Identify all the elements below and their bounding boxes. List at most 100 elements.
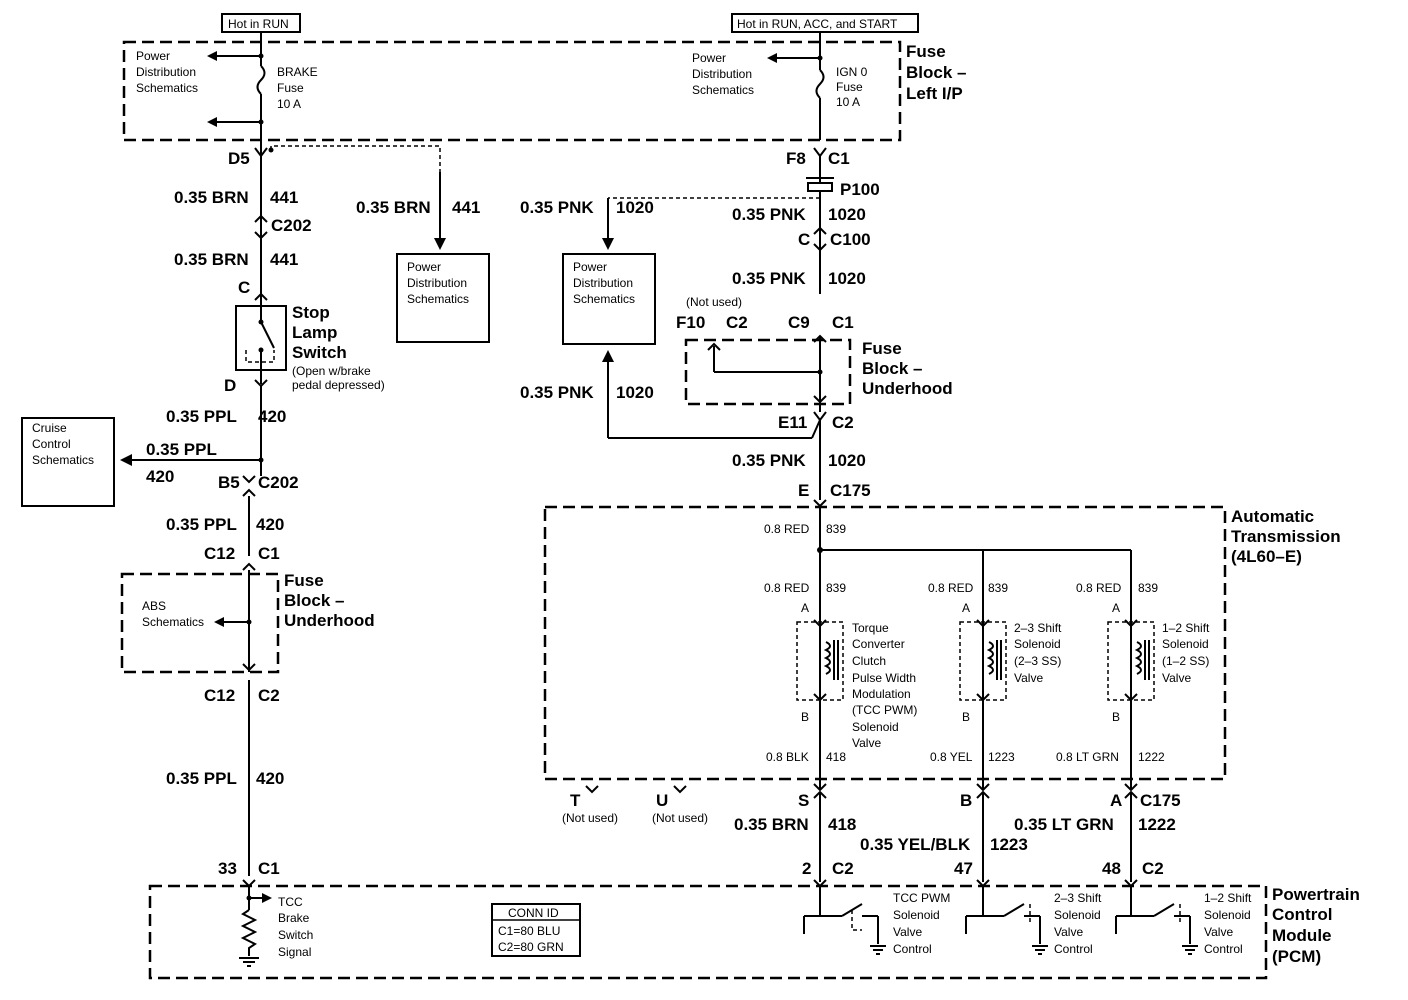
pcm-ctrl1-0-label: TCC PWM (893, 891, 950, 905)
left-circuit-cruise-box-0-label: Cruise (32, 421, 67, 435)
transmission-title-1-label: Transmission (1231, 527, 1341, 546)
right-circuit-ret-num-label: 1020 (616, 383, 654, 402)
fuse-block-lip-title-1-label: Block – (906, 63, 966, 82)
right-circuit-branch-num-label: 1020 (616, 198, 654, 217)
fuse-block-lip-brake-fuse-0-label: BRAKE (277, 65, 318, 79)
fuse-block-lip-ign-fuse-0-label: IGN 0 (836, 65, 868, 79)
right-circuit-branch-box-2-label: Schematics (573, 292, 635, 306)
left-circuit-wire4-gauge-label: 0.35 PPL (166, 515, 237, 534)
right-circuit-f10-label: F10 (676, 313, 705, 332)
pcm-wires-w3-num-label: 1222 (1138, 815, 1176, 834)
transmission-pin-b-label: B (1112, 710, 1120, 724)
left-circuit-c12b-label: C12 (204, 686, 235, 705)
2-3-shift-solenoid: 2–3 Shift Solenoid (2–3 SS) Valve (959, 614, 1062, 708)
pcm-wires-w2-num-label: 1223 (990, 835, 1028, 854)
c175-row-b-label: B (960, 791, 972, 810)
transmission-sol3-3-label: Valve (1162, 671, 1191, 685)
pcm-ctrl3-1-label: Solenoid (1204, 908, 1251, 922)
fuse-block-left-ip: Fuse Block – Left I/P Power Distribution… (122, 40, 966, 142)
left-circuit-pin-d-label: D (224, 376, 236, 395)
right-circuit-p100-label: P100 (840, 180, 880, 199)
pcm-conn-id-lines-1-label: C2=80 GRN (498, 940, 564, 954)
transmission-sol2-1-label: Solenoid (1014, 637, 1061, 651)
left-circuit-pin-c-label: C (238, 278, 250, 297)
left-circuit-branch-box-1-label: Distribution (407, 276, 467, 290)
transmission-title-2-label: (4L60–E) (1231, 547, 1302, 566)
right-circuit-f8-label: F8 (786, 149, 806, 168)
tcc-pwm-solenoid: Torque Converter Clutch Pulse Width Modu… (796, 614, 917, 750)
right-circuit: F8 C1 P100 0.35 PNK 1020 0.35 PNK 1020 P… (520, 147, 953, 508)
transmission-out3-num-label: 1222 (1138, 750, 1165, 764)
pcm-tcc-brake-2-label: Switch (278, 928, 313, 942)
left-circuit-wire2-gauge-label: 0.35 BRN (174, 250, 249, 269)
fuse-block-lip-pds-left-1-label: Distribution (136, 65, 196, 79)
left-circuit-wire3-gauge-label: 0.35 PPL (166, 407, 237, 426)
fuse-block-lip-title-2-label: Left I/P (906, 84, 963, 103)
pcm-wires: 0.35 BRN 418 0.35 YEL/BLK 1223 0.35 LT G… (734, 815, 1176, 888)
fuse-block-lip-pds-left-0-label: Power (136, 49, 170, 63)
right-circuit-branch-box-0-label: Power (573, 260, 607, 274)
c175-row-c175-label: C175 (1140, 791, 1181, 810)
transmission-sol1-5-label: (TCC PWM) (852, 703, 917, 717)
left-circuit-fuse-uh-title-1-label: Block – (284, 591, 344, 610)
pcm-ctrl2-0-label: 2–3 Shift (1054, 891, 1102, 905)
left-circuit-cruise-num-label: 420 (146, 467, 174, 486)
left-circuit-wire5-num-label: 420 (256, 769, 284, 788)
pcm-wires-p2-label: 2 (802, 859, 811, 878)
right-circuit-c175-label: C175 (830, 481, 871, 500)
tcc-pwm-control: TCC PWM Solenoid Valve Control (803, 886, 950, 956)
left-circuit-c2a-label: C2 (258, 686, 280, 705)
transmission-sol3-0-label: 1–2 Shift (1162, 621, 1210, 635)
fuse-block-lip-pds-right-1-label: Distribution (692, 67, 752, 81)
left-circuit-branch-gauge-label: 0.35 BRN (356, 198, 431, 217)
transmission-sol2-2-label: (2–3 SS) (1014, 654, 1061, 668)
right-circuit-c2b-label: C2 (832, 413, 854, 432)
transmission-feeds-0-gauge-label: 0.8 RED (764, 581, 810, 595)
transmission-out2-gauge-label: 0.8 YEL (930, 750, 973, 764)
left-circuit-stop-lamp-2-label: Switch (292, 343, 347, 362)
right-circuit-ret-gauge-label: 0.35 PNK (520, 383, 594, 402)
transmission-sol1-0-label: Torque (852, 621, 889, 635)
pcm-wires-p47-label: 47 (954, 859, 973, 878)
transmission-out1-gauge-label: 0.8 BLK (766, 750, 809, 764)
transmission-out2-num-label: 1223 (988, 750, 1015, 764)
2-3-shift-control: 2–3 Shift Solenoid Valve Control (965, 886, 1102, 956)
left-circuit-c202b-label: C202 (258, 473, 299, 492)
left-circuit-wire1-gauge-label: 0.35 BRN (174, 188, 249, 207)
c175-row-t-note-label: (Not used) (562, 811, 618, 825)
left-circuit-abs-0-label: ABS (142, 599, 166, 613)
left-circuit-stop-lamp-note-1-label: pedal depressed) (292, 378, 385, 392)
pcm-ctrl1-2-label: Valve (893, 925, 922, 939)
c175-row-t-label: T (570, 791, 581, 810)
right-circuit-wire3-gauge-label: 0.35 PNK (732, 451, 806, 470)
pcm-title-0-label: Powertrain (1272, 885, 1360, 904)
powertrain-control-module: Powertrain Control Module (PCM) TCC Brak… (148, 884, 1360, 980)
pcm-ctrl2-3-label: Control (1054, 942, 1093, 956)
transmission-feeds-0-num-label: 839 (826, 581, 846, 595)
transmission-sol1-4-label: Modulation (852, 687, 911, 701)
fuse-block-lip-brake-fuse-2-label: 10 A (277, 97, 301, 111)
power-left-source-label: Hot in RUN (228, 17, 289, 31)
right-circuit-wire1-gauge-label: 0.35 PNK (732, 205, 806, 224)
right-power-source: Hot in RUN, ACC, and START (731, 13, 919, 44)
transmission-top-gauge-label: 0.8 RED (764, 522, 810, 536)
pcm-ctrl2-2-label: Valve (1054, 925, 1083, 939)
pcm-tcc-brake-0-label: TCC (278, 895, 303, 909)
transmission-feeds-2-num-label: 839 (1138, 581, 1158, 595)
right-circuit-pin-c-label: C (798, 230, 810, 249)
transmission-sol1-7-label: Valve (852, 736, 881, 750)
pcm-title-2-label: Module (1272, 926, 1332, 945)
left-circuit-wire4-num-label: 420 (256, 515, 284, 534)
left-circuit-b5-label: B5 (218, 473, 240, 492)
transmission-pin-a-label: A (801, 601, 809, 615)
pcm-wires-c2a-label: C2 (832, 859, 854, 878)
fuse-block-lip-pds-right-0-label: Power (692, 51, 726, 65)
transmission-feeds-1-num-label: 839 (988, 581, 1008, 595)
left-circuit-cruise-box-1-label: Control (32, 437, 71, 451)
left-circuit-branch-box-0-label: Power (407, 260, 441, 274)
pcm-wires-w2-gauge-label: 0.35 YEL/BLK (860, 835, 971, 854)
left-circuit-pin33-label: 33 (218, 859, 237, 878)
transmission-top-num-label: 839 (826, 522, 846, 536)
left-circuit-branch-box-2-label: Schematics (407, 292, 469, 306)
right-circuit-wire2-num-label: 1020 (828, 269, 866, 288)
